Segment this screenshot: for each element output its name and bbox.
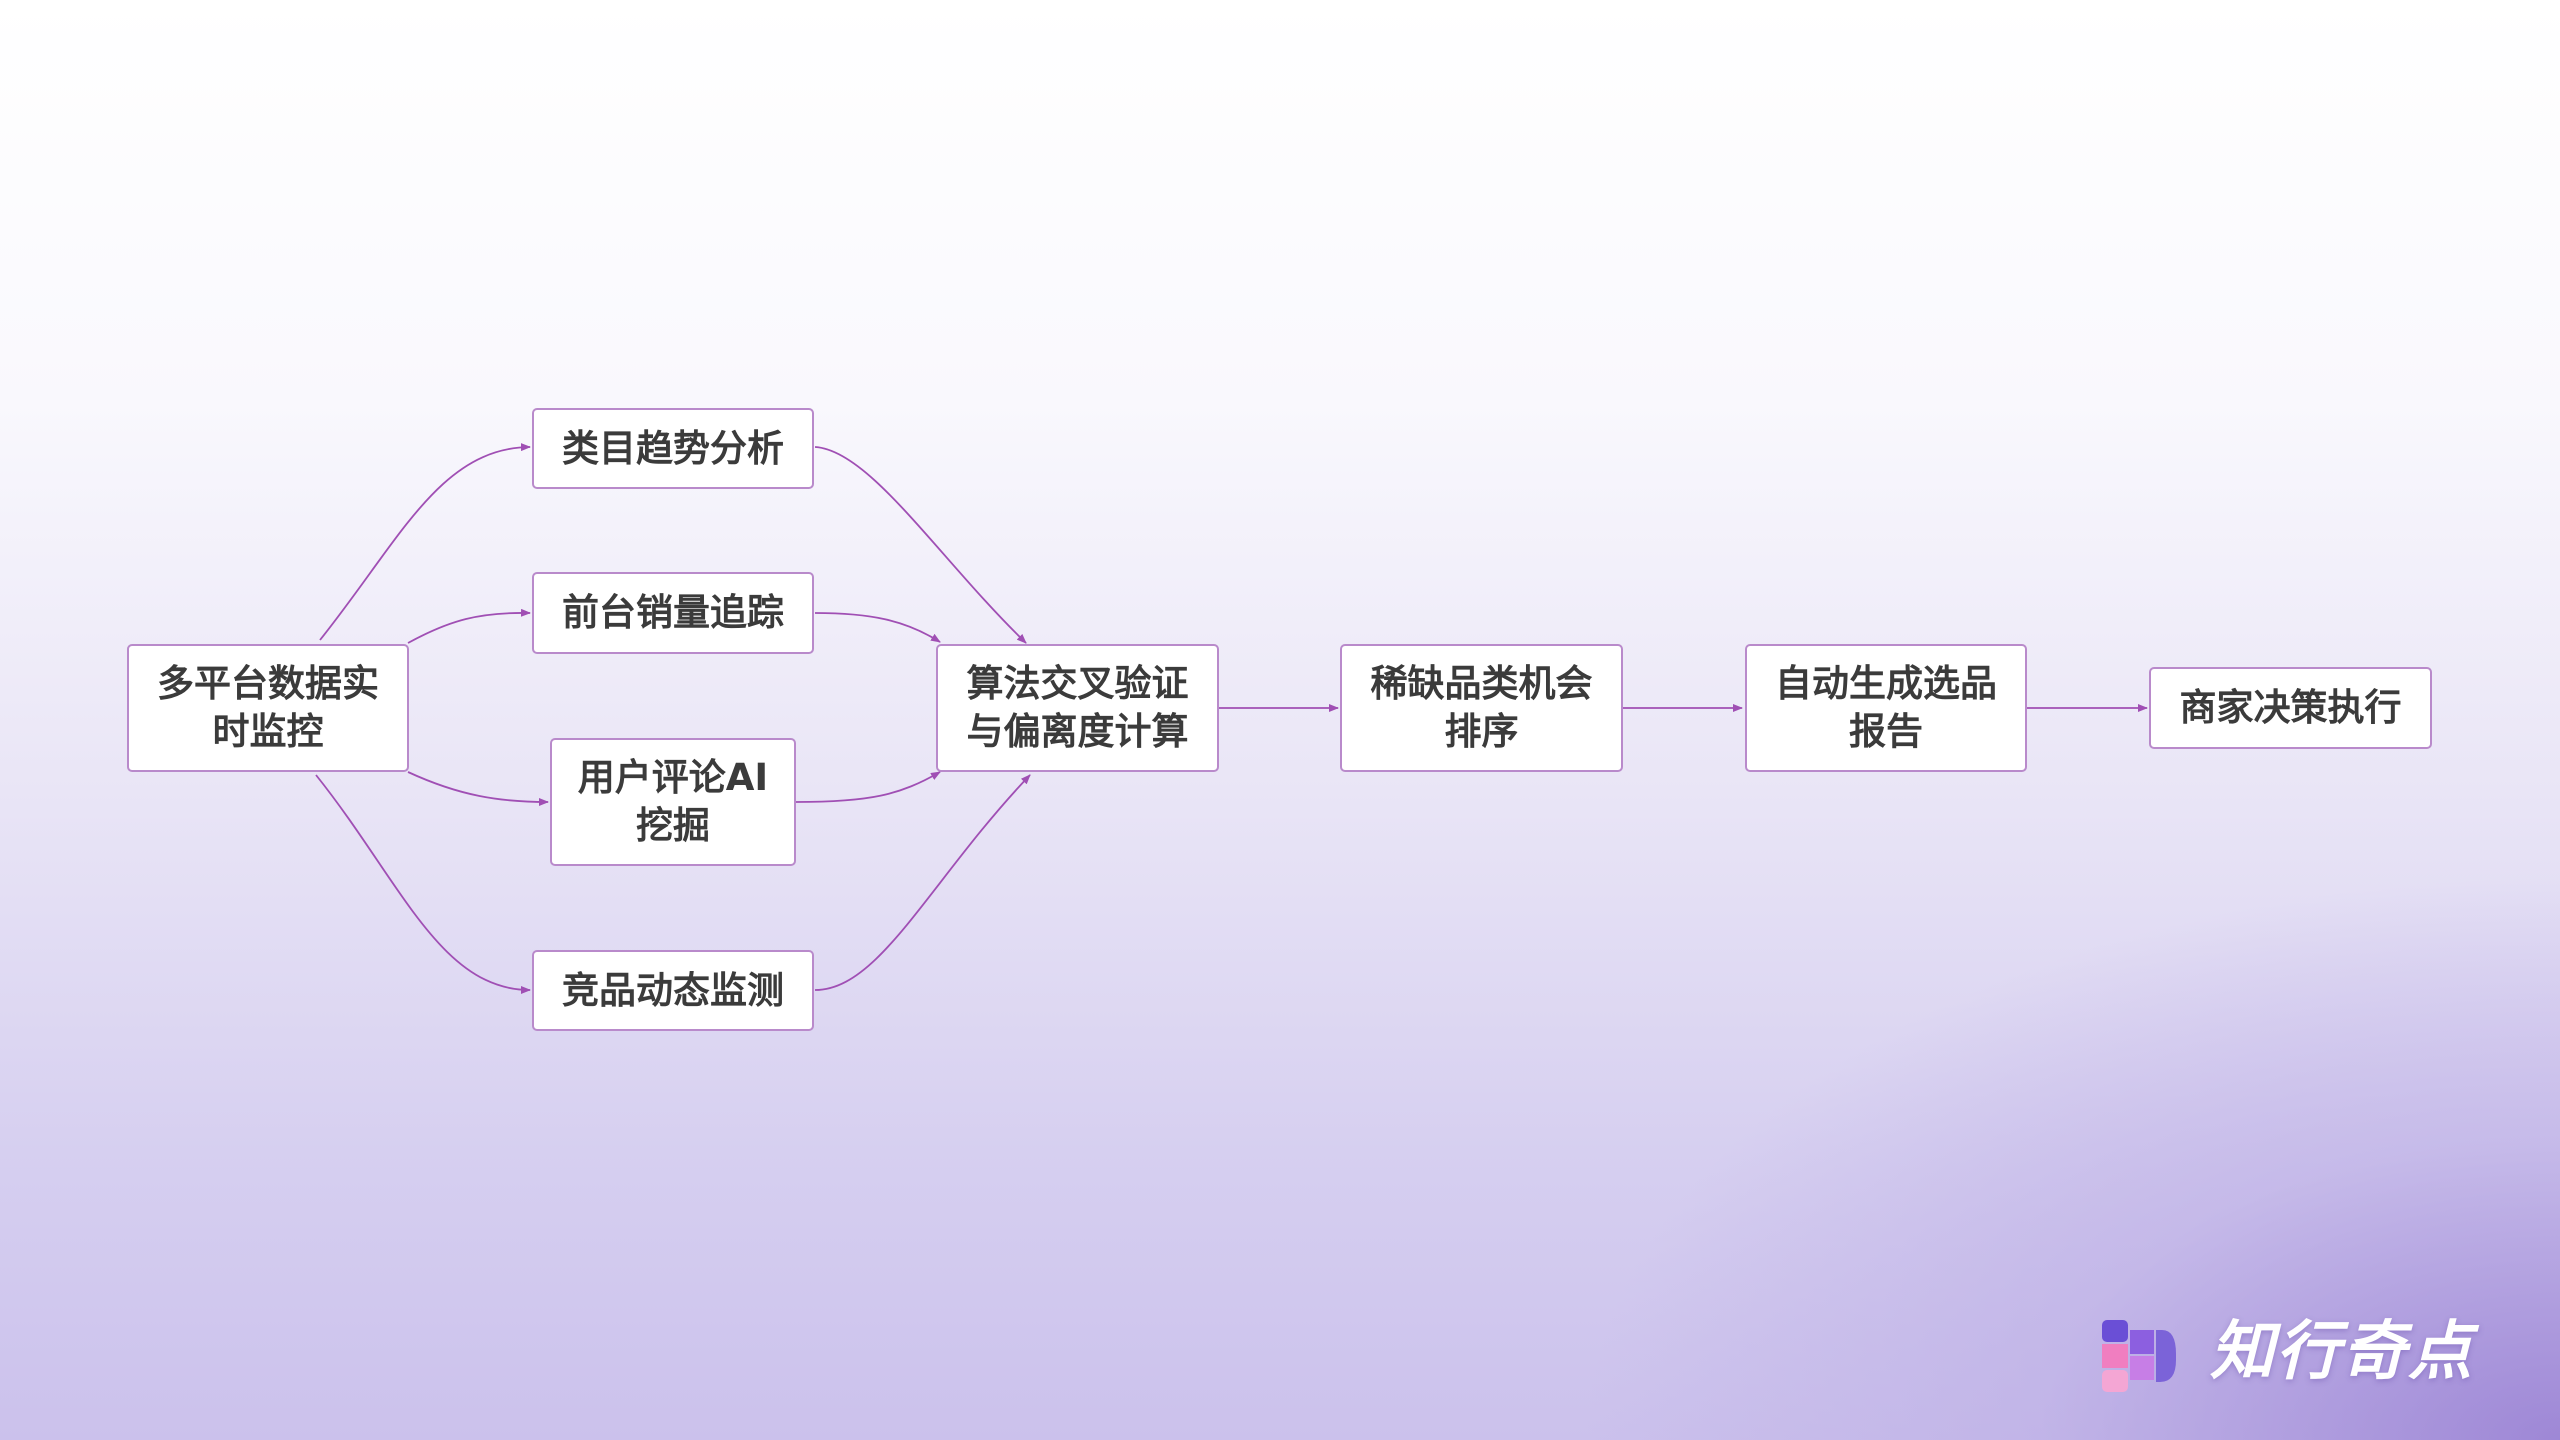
node-cross-validation: 算法交叉验证 与偏离度计算 (936, 644, 1219, 772)
node-competitor-monitoring: 竞品动态监测 (532, 950, 814, 1031)
node-label: 算法交叉验证 与偏离度计算 (966, 662, 1189, 753)
node-label: 稀缺品类机会 排序 (1370, 662, 1593, 753)
node-label: 类目趋势分析 (562, 426, 784, 470)
node-label: 自动生成选品 报告 (1775, 662, 1997, 753)
node-category-trend-analysis: 类目趋势分析 (532, 408, 814, 489)
node-merchant-decision: 商家决策执行 (2149, 667, 2432, 749)
edge-competitor-validate (814, 774, 1031, 991)
edge-trend-validate (814, 446, 1027, 644)
node-label: 前台销量追踪 (562, 591, 784, 634)
node-label: 商家决策执行 (2179, 686, 2402, 729)
node-label: 用户评论AI 挖掘 (577, 756, 769, 847)
node-multi-platform-monitoring: 多平台数据实 时监控 (127, 644, 409, 772)
brand-logo: 知行奇点 (2100, 1312, 2520, 1392)
node-report-generation: 自动生成选品 报告 (1745, 644, 2027, 772)
edge-source-trend (319, 443, 531, 641)
edge-source-competitor (315, 774, 531, 994)
brand-name: 知行奇点 (2210, 1315, 2474, 1389)
edge-sales-validate (814, 612, 941, 643)
edge-source-reviews (407, 771, 549, 806)
node-opportunity-ranking: 稀缺品类机会 排序 (1340, 644, 1623, 772)
edge-source-sales (407, 608, 531, 644)
brand-mark-icon (2102, 1320, 2176, 1392)
node-label: 竞品动态监测 (562, 968, 784, 1012)
edge-reviews-validate (795, 771, 941, 803)
node-sales-tracking: 前台销量追踪 (532, 572, 814, 654)
node-review-ai-mining: 用户评论AI 挖掘 (550, 738, 796, 866)
node-label: 多平台数据实 时监控 (157, 662, 379, 753)
